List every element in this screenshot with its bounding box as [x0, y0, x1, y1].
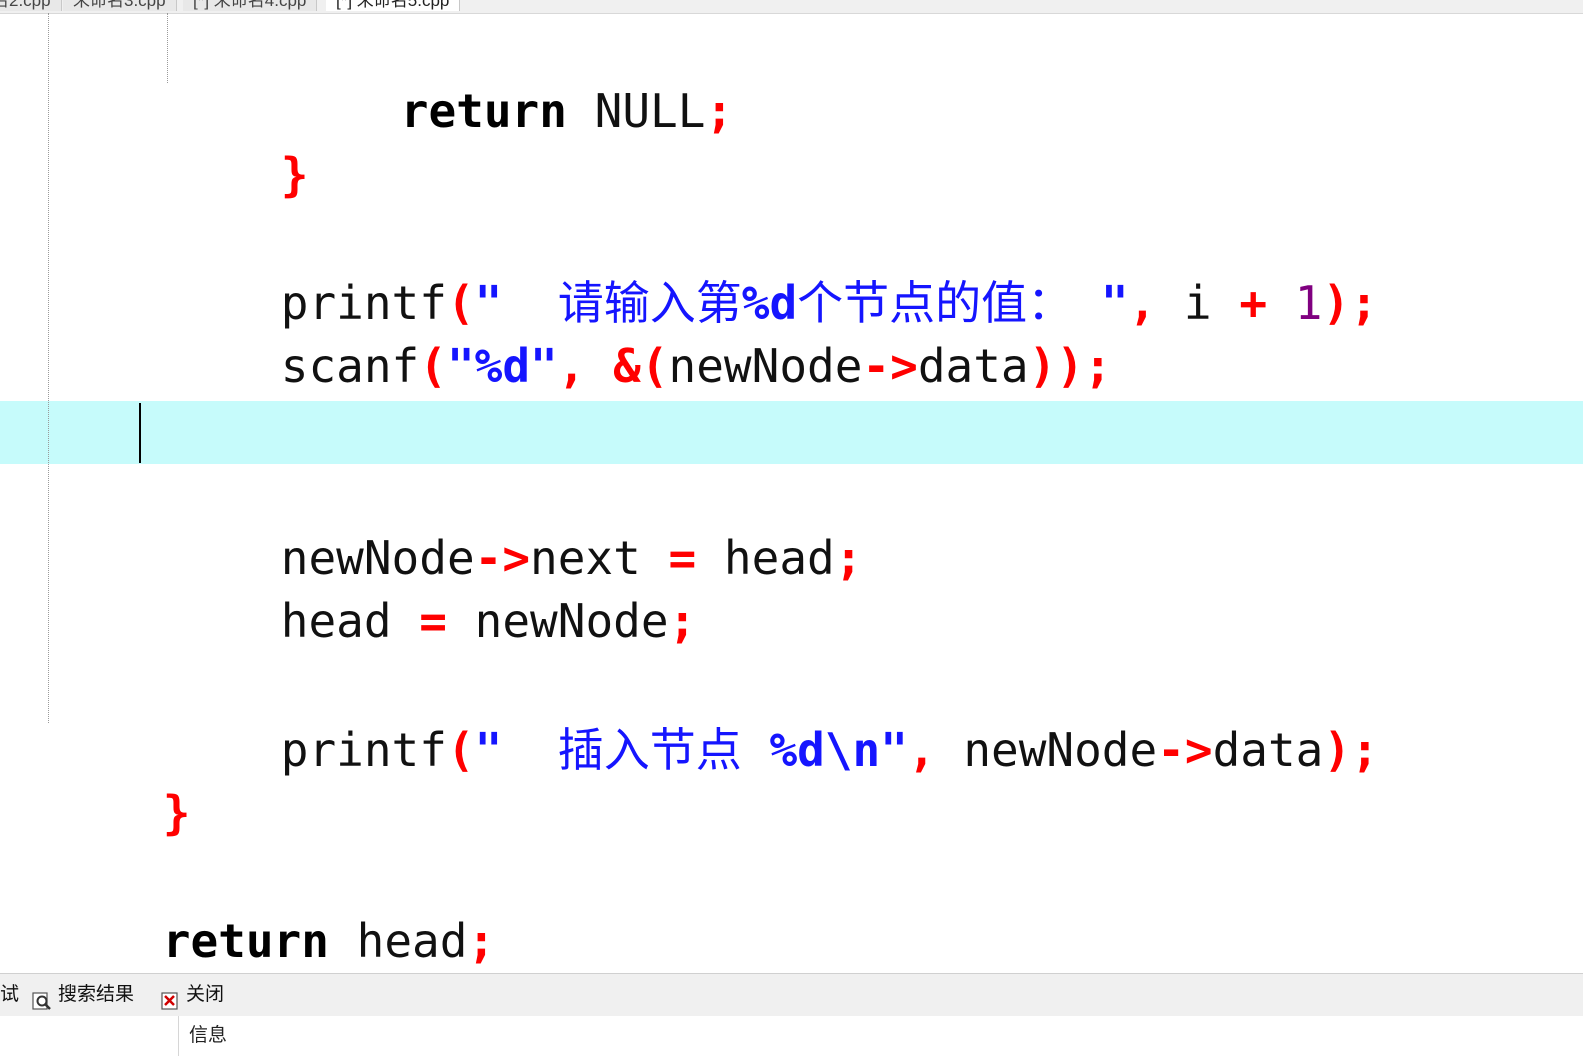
indent-guide [48, 13, 49, 723]
current-line-highlight [0, 401, 1583, 464]
tab-file-3[interactable]: 未命名3.cpp [63, 0, 177, 11]
code-line-next-assign: newNode->next = head; [280, 531, 863, 585]
editor-tab-bar: 名2.cpp 未命名3.cpp [*] 未命名4.cpp [*] 未命名5.cp… [0, 0, 1583, 14]
tab-file-2[interactable]: 名2.cpp [0, 0, 62, 11]
code-line-close-brace: } [280, 148, 309, 202]
close-icon [160, 985, 180, 1010]
text-caret [139, 403, 141, 463]
code-line-printf-prompt: printf(" 请输入第%d个节点的值： ", i + 1); [280, 276, 1378, 330]
code-line-printf-insert: printf(" 插入节点 %d\n", newNode->data); [280, 723, 1379, 777]
code-line-return-head: return head; [162, 914, 496, 968]
tab-file-4[interactable]: [*] 未命名4.cpp [183, 0, 318, 11]
messages-panel: 信息 [0, 1016, 1583, 1062]
code-line-close-brace-outer: } [162, 786, 191, 840]
code-editor[interactable]: return NULL; } printf(" 请输入第%d个节点的值： ", … [0, 13, 1583, 973]
indent-guide [167, 13, 168, 83]
code-line-head-assign: head = newNode; [280, 594, 697, 648]
column-header-info[interactable]: 信息 [178, 1016, 227, 1056]
tab-close[interactable]: 关闭 [160, 974, 224, 1016]
tab-debug[interactable]: 试 [0, 984, 20, 1005]
search-results-icon [32, 985, 52, 1010]
code-line-return-null: return NULL; [400, 84, 734, 138]
code-line-scanf: scanf("%d", &(newNode->data)); [280, 339, 1112, 393]
tab-search-results[interactable]: 搜索结果 [32, 974, 134, 1016]
tab-file-5[interactable]: [*] 未命名5.cpp [326, 0, 461, 11]
bottom-panel-tabs: 试 搜索结果 关闭 [0, 973, 1583, 1017]
